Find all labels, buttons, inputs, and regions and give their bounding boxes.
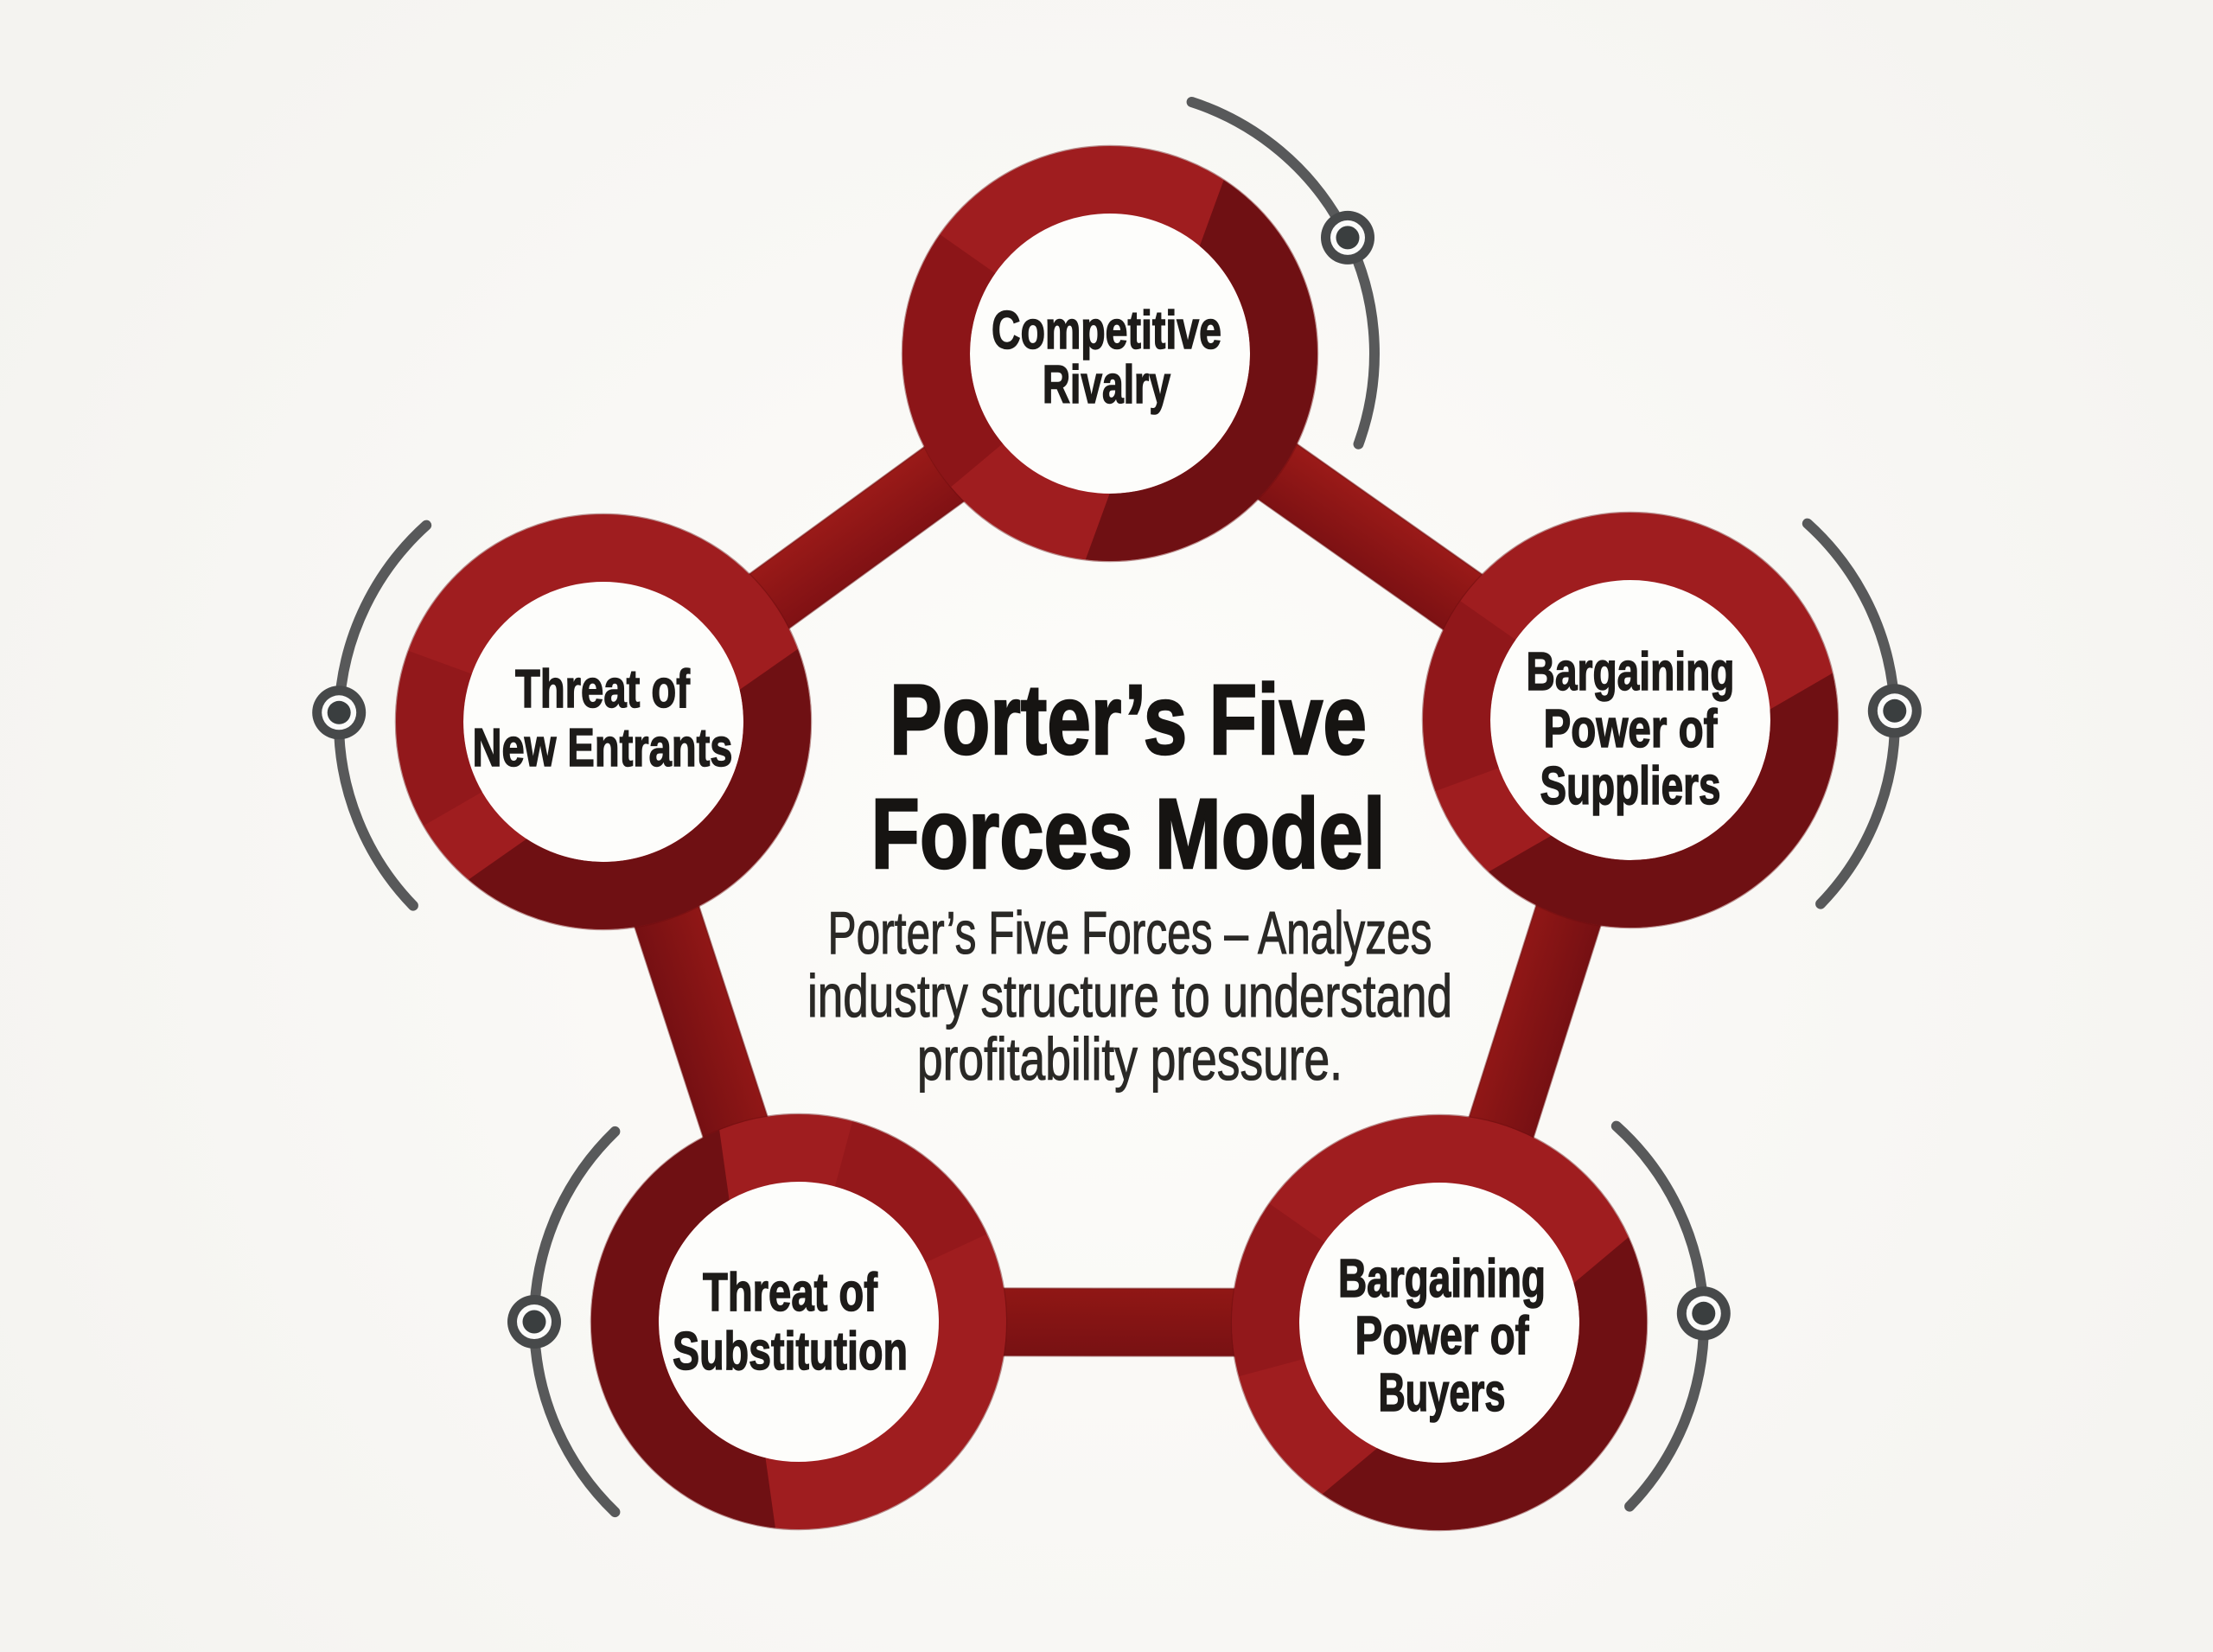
svg-text:Threat of: Threat of xyxy=(703,1263,877,1323)
svg-text:industry structure to understa: industry structure to understand xyxy=(807,962,1452,1030)
svg-text:Bargaining: Bargaining xyxy=(1527,642,1735,702)
svg-text:profitability pressure.: profitability pressure. xyxy=(917,1025,1342,1093)
svg-text:Porter’s Five: Porter’s Five xyxy=(890,665,1367,775)
svg-text:Rivalry: Rivalry xyxy=(1043,355,1170,415)
svg-text:Power of: Power of xyxy=(1544,699,1718,759)
svg-text:Buyers: Buyers xyxy=(1379,1363,1506,1423)
svg-text:Porter’s Five Forces – Analyze: Porter’s Five Forces – Analyzes xyxy=(828,899,1432,966)
svg-text:Power of: Power of xyxy=(1355,1306,1529,1366)
svg-text:Suppliers: Suppliers xyxy=(1540,756,1721,816)
svg-text:Forces Model: Forces Model xyxy=(871,779,1386,890)
svg-text:Threat of: Threat of xyxy=(515,660,690,719)
svg-text:New Entrants: New Entrants xyxy=(473,718,733,778)
svg-text:Competitive: Competitive xyxy=(992,301,1221,360)
svg-text:Substitution: Substitution xyxy=(673,1322,908,1381)
svg-text:Bargaining: Bargaining xyxy=(1338,1249,1546,1309)
